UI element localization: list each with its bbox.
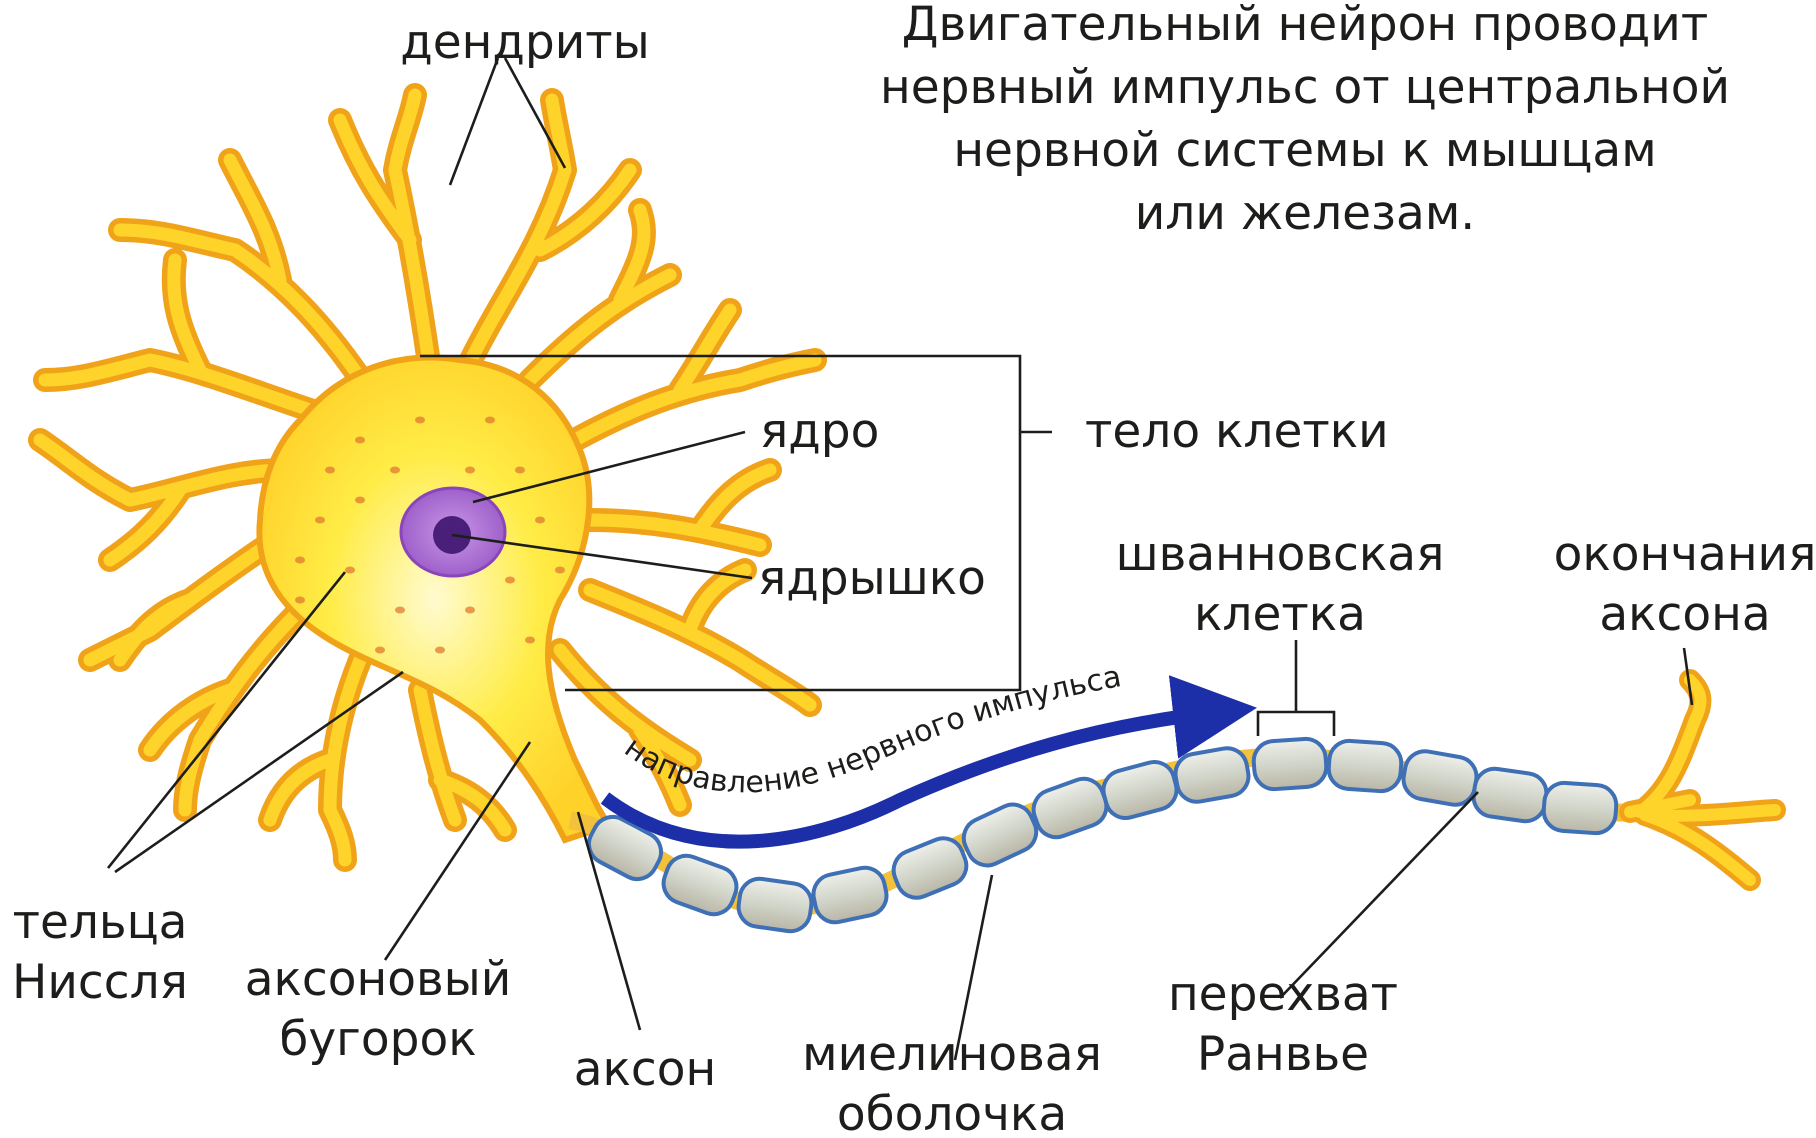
nissl-body-dot <box>345 567 355 574</box>
nissl-body-dot <box>515 467 525 474</box>
axon-terminals-shape <box>1630 680 1775 880</box>
nissl-body-dot <box>315 517 325 524</box>
label-axon-hillock-line-2: бугорок <box>279 1012 476 1067</box>
nissl-body-dot <box>325 467 335 474</box>
description-line-4: или железам. <box>1135 186 1475 241</box>
nissl-body-dot <box>355 497 365 504</box>
description-text: Двигательный нейрон проводит нервный имп… <box>880 0 1730 241</box>
label-myelin-line-2: оболочка <box>837 1087 1067 1138</box>
nissl-body-dot <box>525 637 535 644</box>
label-axon-hillock-line-1: аксоновый <box>245 952 512 1007</box>
nissl-body-dot <box>505 577 515 584</box>
nissl-body-dot <box>555 567 565 574</box>
description-line-3: нервной системы к мышцам <box>953 123 1656 178</box>
nissl-body-dot <box>375 647 385 654</box>
myelin-segment <box>1400 748 1479 808</box>
label-dendrites: дендриты <box>400 15 650 70</box>
myelin-segment <box>810 864 890 926</box>
label-cell-body: тело клетки <box>1085 404 1389 459</box>
nissl-body-dot <box>390 467 400 474</box>
nissl-body-dot <box>355 437 365 444</box>
label-ranvier-line-1: перехват <box>1168 967 1398 1022</box>
myelin-segment <box>1099 758 1181 823</box>
description-line-1: Двигательный нейрон проводит <box>902 0 1708 52</box>
label-ranvier-line-2: Ранвье <box>1197 1027 1369 1082</box>
label-nucleus: ядро <box>760 404 879 459</box>
label-myelin-line-1: миелиновая <box>802 1027 1102 1082</box>
nissl-body-dot <box>395 607 405 614</box>
myelin-segment <box>736 876 814 934</box>
nissl-body-dot <box>535 517 545 524</box>
nissl-body-dot <box>485 417 495 424</box>
nissl-body-dot <box>465 607 475 614</box>
label-schwann-cell-line-2: клетка <box>1194 587 1366 642</box>
myelin-segment <box>658 850 742 920</box>
myelin-segment <box>1471 766 1549 824</box>
dendrite-branch-outline <box>40 440 285 560</box>
myelin-segment <box>1542 782 1617 835</box>
impulse-direction-label: направление нервного импульса <box>618 659 1124 800</box>
description-line-2: нервный импульс от центральной <box>880 60 1730 115</box>
nissl-body-dot <box>295 557 305 564</box>
myelin-segment <box>1252 738 1327 791</box>
myelin-segment <box>1327 740 1402 793</box>
label-nissl-line-2: Ниссля <box>12 955 188 1010</box>
label-axon-terminals-line-1: окончания <box>1554 527 1816 582</box>
label-axon-terminals-line-2: аксона <box>1599 587 1770 642</box>
label-axon: аксон <box>574 1042 717 1097</box>
nissl-body-dot <box>465 467 475 474</box>
nissl-body-dot <box>415 417 425 424</box>
myelin-segment <box>1028 773 1112 843</box>
nissl-body-dot <box>435 647 445 654</box>
label-nucleolus: ядрышко <box>758 551 986 606</box>
myelin-segment <box>1172 745 1251 805</box>
nissl-body-dot <box>295 597 305 604</box>
label-schwann-cell-line-1: шванновская <box>1116 527 1445 582</box>
label-nissl-line-1: тельца <box>13 895 188 950</box>
